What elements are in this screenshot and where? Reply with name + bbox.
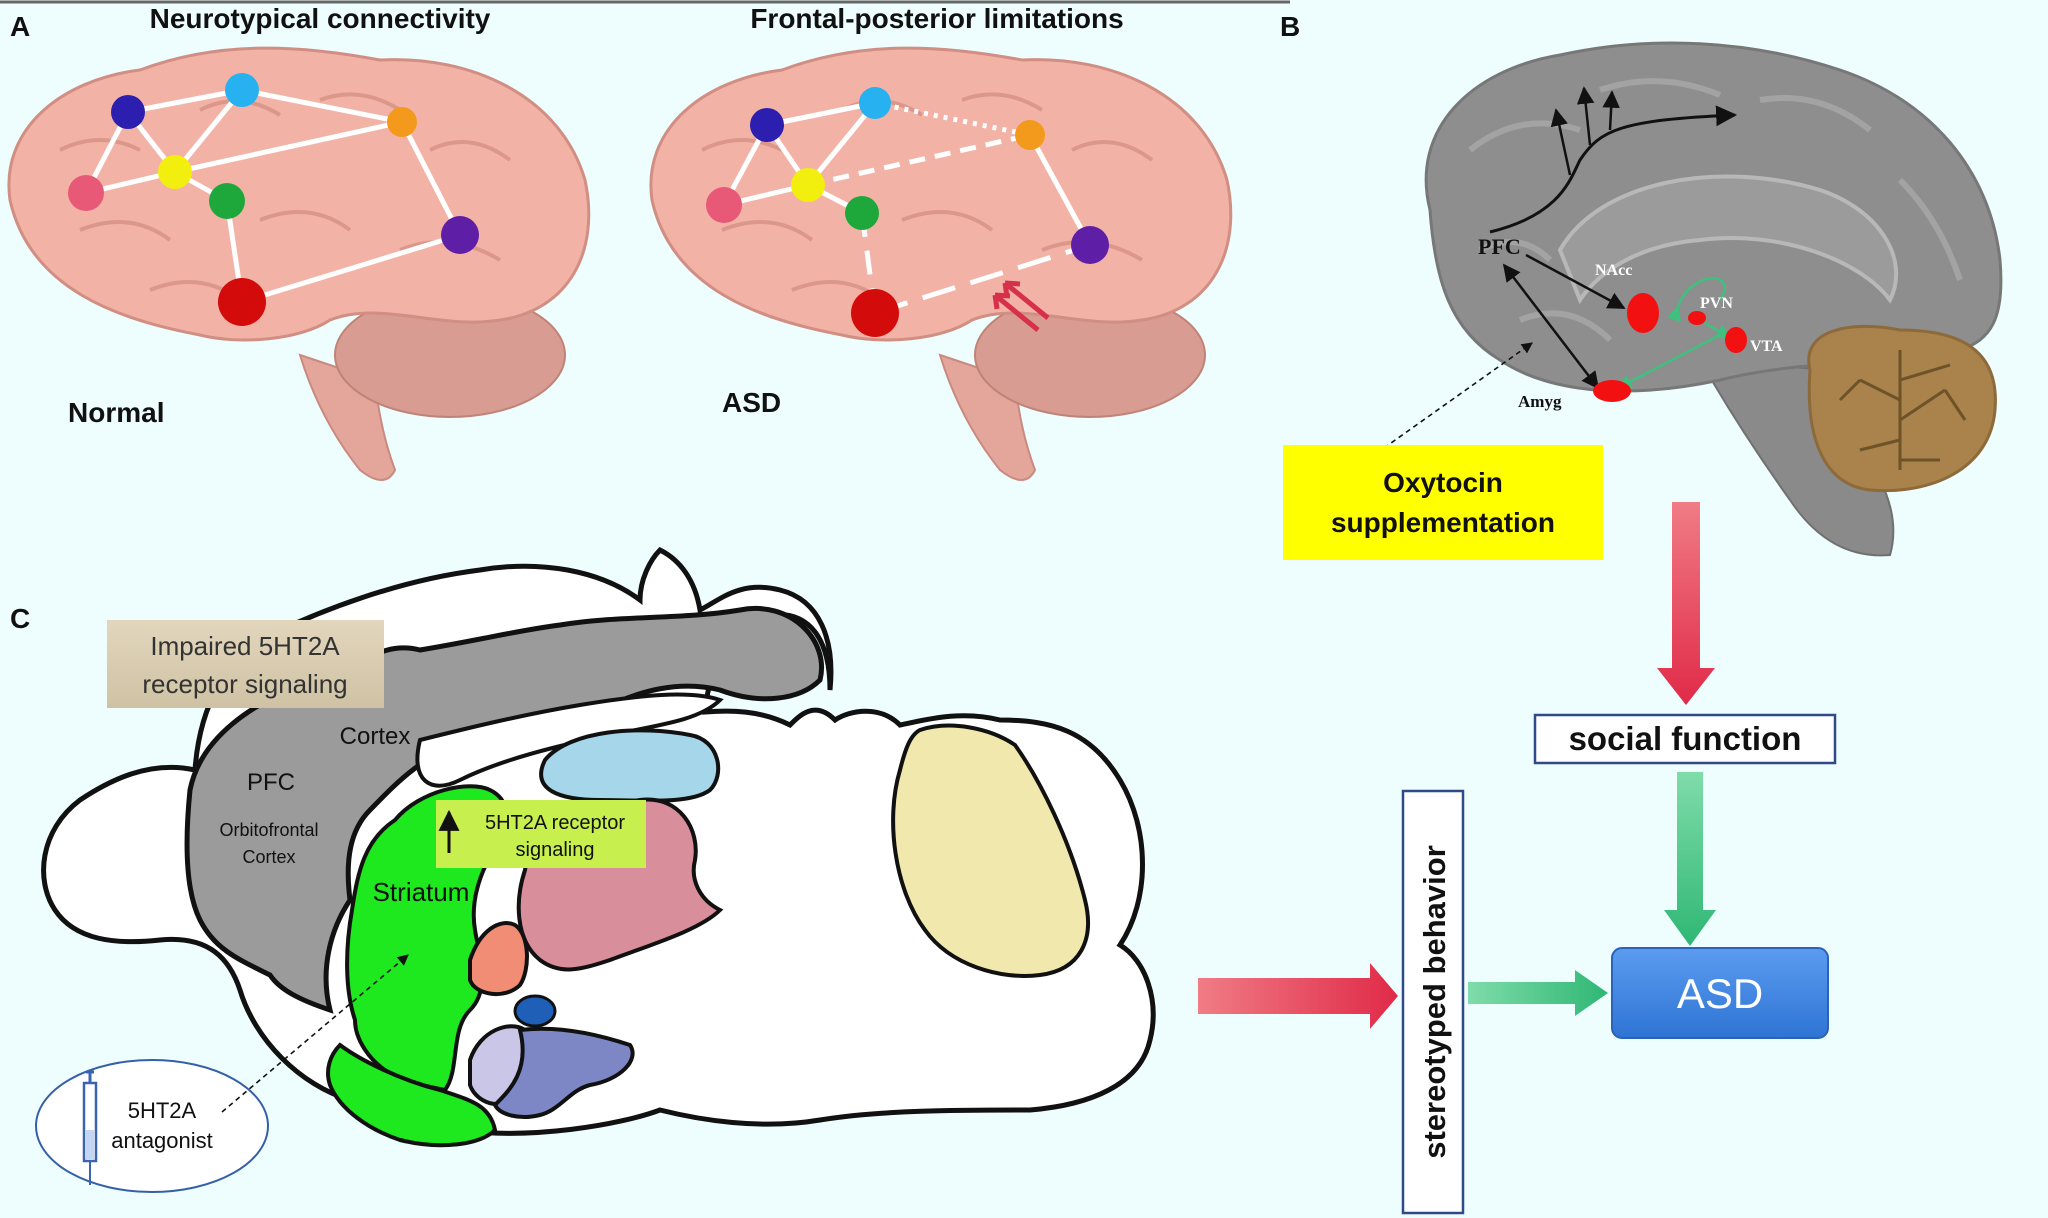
projection-arrow-1: [1550, 108, 1572, 176]
node-purple: [441, 216, 479, 254]
antagonist-pointer: [221, 954, 409, 1113]
hippocampus-region: [539, 728, 721, 803]
asd-node-yellow: [791, 168, 825, 202]
asd-node-red: [851, 289, 899, 337]
neurotypical-title: Neurotypical connectivity: [150, 3, 491, 34]
projection-arrow-2: [1576, 86, 1595, 146]
cortex-label: Cortex: [340, 723, 411, 750]
impaired-signaling-box: [107, 620, 384, 708]
b-cerebellum: [1807, 324, 1997, 493]
node-pink: [68, 175, 104, 211]
asd-node-light-blue: [859, 87, 891, 119]
hypothalamus-region: [492, 1026, 635, 1119]
disruption-arrows: [992, 280, 1050, 332]
oxytocin-to-social-arrow: [1657, 502, 1715, 705]
pfc-region-label: PFC: [1478, 234, 1521, 259]
amyg-node: [1593, 380, 1631, 402]
nacc-node: [1627, 293, 1659, 333]
receptor-line1: 5HT2A receptor: [485, 812, 625, 834]
asd-node-orange: [1015, 120, 1045, 150]
node-yellow: [158, 155, 192, 189]
pfc-c-label: PFC: [247, 769, 295, 796]
olfactory-tubercle-region: [326, 1042, 498, 1148]
stereotyped-to-asd-arrow: [1468, 970, 1608, 1016]
asd-brain: [649, 46, 1233, 481]
panel-c-letter: C: [10, 603, 30, 634]
syringe-icon: [82, 1070, 98, 1185]
oxytocin-line1: Oxytocin: [1383, 467, 1503, 498]
b-arbor-vitae: [1838, 350, 1967, 470]
social-function-label: social function: [1569, 720, 1802, 757]
oxytocin-box: [1283, 445, 1603, 560]
node-green: [209, 183, 245, 219]
pvn-vta-path: [1699, 318, 1732, 340]
b-gyri: [1468, 78, 1963, 343]
salmon-region: [468, 921, 529, 997]
asd-label: ASD: [722, 387, 781, 418]
orbitofrontal-line1: Orbitofrontal: [219, 820, 318, 840]
asd-node-green: [845, 196, 879, 230]
panel-a: A Neurotypical connectivity Frontal-post…: [7, 3, 1233, 481]
receptor-line2: signaling: [516, 839, 595, 861]
frontal-posterior-title: Frontal-posterior limitations: [750, 3, 1123, 34]
orbitofrontal-line2: Cortex: [242, 847, 295, 867]
pfc-projection-arrow: [1489, 105, 1738, 234]
vta-amyg-path: [1616, 333, 1721, 390]
node-red: [218, 278, 266, 326]
social-function-box: [1533, 713, 1837, 765]
pfc-amyg-arrow: [1502, 263, 1600, 390]
asd-node-pink: [706, 187, 742, 223]
antagonist-ellipse: [35, 1059, 269, 1193]
panel-c: C Impaired 5HT2A receptor signaling Cort…: [10, 546, 1156, 1193]
antagonist-line2: antagonist: [111, 1128, 213, 1153]
oxytocin-pointer: [1383, 342, 1533, 449]
normal-brain: [7, 46, 591, 481]
node-dark-blue: [111, 95, 145, 129]
projection-arrow-3: [1602, 90, 1620, 131]
node-light-blue: [225, 73, 259, 107]
brain-to-stereotyped-arrow: [1198, 963, 1398, 1029]
node-orange: [387, 107, 417, 137]
panel-b-letter: B: [1280, 11, 1300, 42]
asd-box: [1611, 947, 1829, 1039]
cortex-inner-boundary: [415, 692, 724, 788]
amyg-region-label: Amyg: [1518, 392, 1562, 411]
pvn-node: [1688, 311, 1706, 325]
dark-blue-nucleus: [513, 994, 557, 1028]
panel-b: B PFC NAcc PVN VTA Amyg: [1280, 11, 2003, 560]
asd-node-dark-blue: [750, 108, 784, 142]
stereotyped-behavior-label: stereotyped behavior: [1417, 845, 1452, 1159]
pvn-region-label: PVN: [1700, 295, 1733, 312]
antagonist-line1: 5HT2A: [128, 1098, 197, 1123]
normal-label: Normal: [68, 397, 164, 428]
nacc-region-label: NAcc: [1595, 262, 1632, 279]
vta-node: [1725, 327, 1747, 353]
social-to-asd-arrow: [1664, 772, 1716, 946]
striatum-label: Striatum: [373, 877, 470, 907]
panel-a-letter: A: [10, 11, 30, 42]
midbrain-region: [891, 723, 1090, 978]
asd-node-purple: [1071, 226, 1109, 264]
flow-diagram: social function stereotyped behavior ASD: [1198, 502, 1837, 1215]
cortex-region: [184, 606, 824, 1014]
impaired-line2: receptor signaling: [142, 669, 347, 699]
stereotyped-behavior-box: [1401, 789, 1465, 1215]
b-corpus-callosum: [1557, 174, 1899, 305]
impaired-line1: Impaired 5HT2A: [150, 631, 340, 661]
receptor-signaling-box: [436, 800, 646, 868]
vta-region-label: VTA: [1750, 338, 1783, 355]
normal-cerebrum: [7, 46, 591, 342]
asd-box-label: ASD: [1677, 970, 1763, 1017]
oxytocin-line2: supplementation: [1331, 507, 1555, 538]
nacc-pvn-path: [1666, 277, 1726, 323]
